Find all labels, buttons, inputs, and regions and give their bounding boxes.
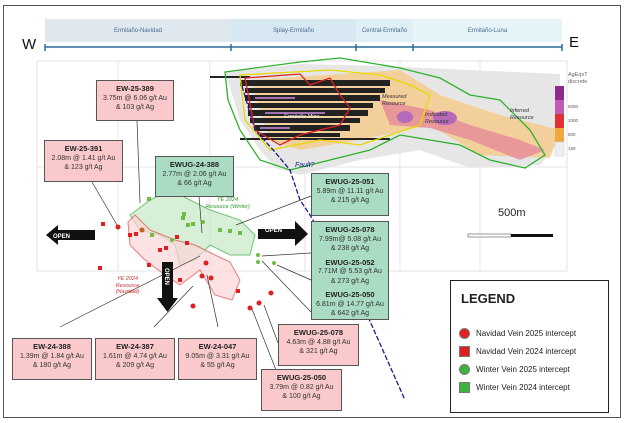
legend-navidad-2024: Navidad Vein 2024 intercept xyxy=(459,346,576,357)
grade-5000: 5000 xyxy=(568,104,579,109)
legend: LEGEND Navidad Vein 2025 intercept Navid… xyxy=(450,280,609,413)
figure-frame xyxy=(3,5,621,418)
legend-winter-2024: Winter Vein 2024 intercept xyxy=(459,382,570,393)
open-arrow-east xyxy=(258,221,308,246)
grade-1000: 1000 xyxy=(568,118,579,123)
measured-resource-outline xyxy=(244,73,351,146)
indicated-resource-label: Indicated Resource xyxy=(425,112,449,125)
inferred-resource-outline xyxy=(224,57,546,171)
inferred-resource-label: Inferred Resource xyxy=(510,108,534,121)
section-central-ermitano: Central-Ermitaño xyxy=(356,19,413,42)
navidad-2025-intercepts xyxy=(115,224,274,311)
legend-title: LEGEND xyxy=(461,291,516,306)
west-label: W xyxy=(22,36,37,53)
section-bracket xyxy=(44,44,563,51)
open-arrow-south xyxy=(157,262,178,312)
east-label: E xyxy=(569,34,580,51)
indicated-resource-outline xyxy=(239,69,431,151)
measured-resource-label: Measured Resource xyxy=(382,94,407,107)
green-square-icon xyxy=(459,382,470,393)
scale-label: 500m xyxy=(498,207,526,219)
scale-bar xyxy=(467,233,553,238)
legend-navidad-2025: Navidad Vein 2025 intercept xyxy=(459,328,576,339)
grade-high xyxy=(380,100,545,160)
ye-winter-label: YE 2024 Resource (Winter) xyxy=(205,197,250,210)
section-ermitano-luna: Ermitaño-Luna xyxy=(413,19,562,42)
open-label-west: OPEN xyxy=(53,234,70,240)
leader-lines xyxy=(59,120,312,371)
grade-190: 190 xyxy=(568,146,576,151)
legend-winter-2025: Winter Vein 2025 intercept xyxy=(459,364,570,375)
grade-scale-title: AgEqxT discrete xyxy=(568,72,588,85)
section-ermitano-navidad: Ermitaño-Navidad xyxy=(45,19,231,42)
open-label-east: OPEN xyxy=(265,228,282,234)
grade-peak xyxy=(433,111,457,125)
navidad-2024-intercepts xyxy=(98,222,240,293)
section-splay-ermitano: Splay-Ermitaño xyxy=(231,19,356,42)
green-circle-icon xyxy=(459,364,470,375)
winter-2025-intercepts xyxy=(170,220,276,265)
grade-500: 500 xyxy=(568,132,576,137)
red-circle-icon xyxy=(459,328,470,339)
red-square-icon xyxy=(459,346,470,357)
ermitano-mine-label: Ermitaño Mine xyxy=(284,114,320,120)
open-arrow-west xyxy=(46,225,95,245)
ye-navidad-label: YE 2024 Resource (Navidad) xyxy=(115,276,140,295)
open-label-south: OPEN xyxy=(163,268,169,285)
grade-color-scale xyxy=(554,86,565,157)
fault-label: Fault? xyxy=(295,162,315,169)
